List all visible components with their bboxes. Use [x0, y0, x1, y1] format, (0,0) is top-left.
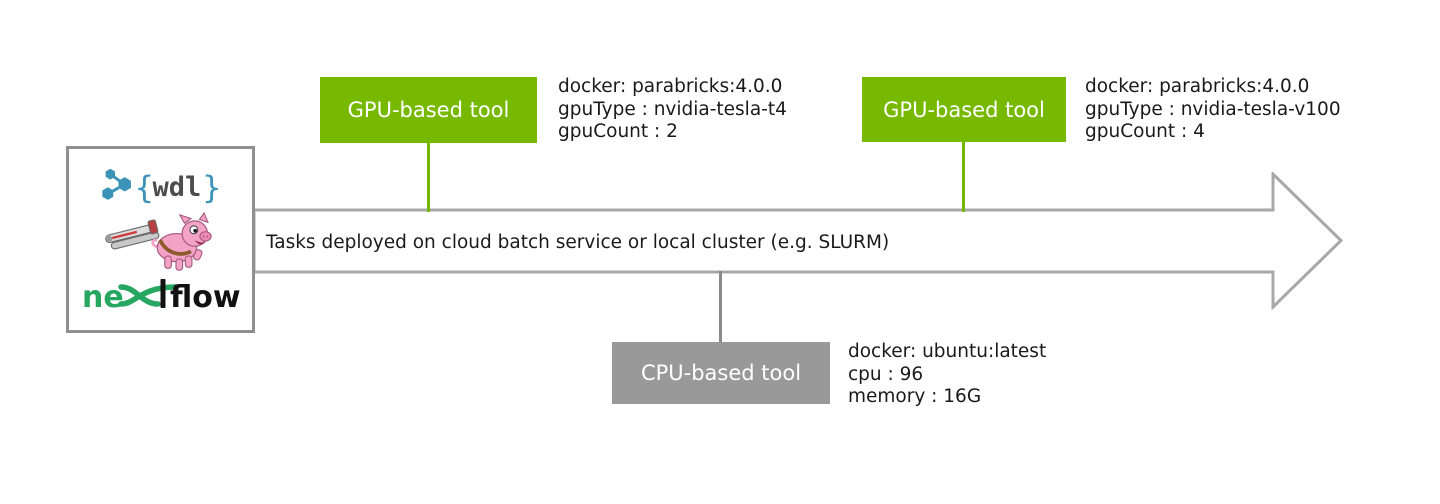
flying-pig-jetpack-icon [104, 211, 212, 271]
pipeline-arrow [254, 172, 1344, 310]
spec-line: gpuCount : 4 [1085, 121, 1205, 143]
gpu1-specs: docker: parabricks:4.0.0 gpuType : nvidi… [558, 76, 787, 144]
workflow-engines-box: { wdl } [66, 146, 255, 333]
wdl-brace-close: } [202, 169, 221, 205]
spec-line: docker: parabricks:4.0.0 [558, 76, 783, 97]
spec-line: gpuType : nvidia-tesla-t4 [558, 98, 787, 120]
arrow-shape [254, 172, 1344, 310]
wdl-hexagons-icon [101, 168, 131, 200]
wdl-brace-open: { [134, 169, 153, 205]
spec-line: docker: parabricks:4.0.0 [1085, 76, 1310, 97]
node-label: CPU-based tool [640, 361, 802, 385]
connector-line-gpu2 [962, 141, 965, 212]
spec-line: cpu : 96 [848, 363, 924, 385]
gpu-tool-node-1: GPU-based tool [320, 77, 537, 143]
nextflow-wordmark: ne flow [82, 278, 240, 314]
node-label: GPU-based tool [347, 98, 510, 122]
gpu2-specs: docker: parabricks:4.0.0 gpuType : nvidi… [1085, 76, 1341, 144]
connector-line-cpu [719, 271, 722, 342]
nextflow-helix-x-icon [117, 283, 179, 307]
wdl-wordmark: wdl [152, 172, 201, 203]
nextflow-suffix: flow [170, 280, 240, 314]
spec-line: docker: ubuntu:latest [848, 341, 1047, 362]
spec-line: memory : 16G [848, 386, 982, 408]
spec-line: gpuType : nvidia-tesla-v100 [1085, 98, 1341, 120]
cpu-specs: docker: ubuntu:latest cpu : 96 memory : … [848, 341, 1046, 409]
nextflow-t-stem [160, 278, 165, 308]
node-label: GPU-based tool [883, 97, 1045, 122]
gpu-tool-node-2: GPU-based tool [862, 77, 1066, 142]
connector-line-gpu1 [427, 142, 430, 212]
cpu-tool-node: CPU-based tool [612, 342, 830, 404]
jetpack-icon [104, 218, 159, 249]
arrow-label: Tasks deployed on cloud batch service or… [266, 232, 890, 253]
wdl-logo: { wdl } [101, 168, 221, 205]
spec-line: gpuCount : 2 [558, 121, 678, 143]
nextflow-prefix: ne [82, 280, 124, 314]
